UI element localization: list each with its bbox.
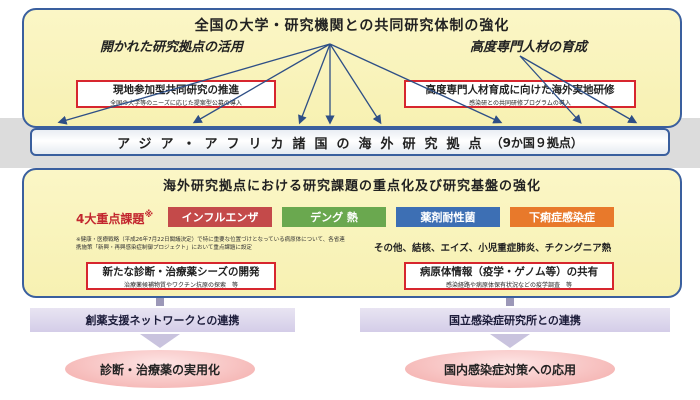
pathogen-info-box: 病原体情報（疫学・ゲノム等）の共有 感染経路や病原体保有状況などの疫学調査 等 <box>404 262 614 290</box>
tag-diarrheal-infection: 下痢症感染症 <box>510 207 614 227</box>
left-heading: 開かれた研究拠点の活用 <box>100 40 244 55</box>
joint-research-title: 現地参加型共同研究の推進 <box>113 83 239 96</box>
overseas-training-subtitle: 感染研との共同研修プログラムの導入 <box>469 99 571 107</box>
joint-research-subtitle: 全国の大学等のニーズに応じた提案型公募の導入 <box>110 99 242 107</box>
right-heading: 高度専門人材の育成 <box>470 40 588 55</box>
drug-discovery-network-link: 創薬支援ネットワークとの連携 <box>30 308 295 332</box>
tag-influenza: インフルエンザ <box>168 207 272 227</box>
tag-dengue: デング 熱 <box>282 207 386 227</box>
middle-panel-title: 海外研究拠点における研究課題の重点化及び研究基盤の強化 <box>162 179 541 194</box>
focus-issues-mark: ※ <box>144 210 154 220</box>
overseas-bases-title: アジア・アフリカ諸国の海外研究拠点 <box>117 136 491 152</box>
overseas-bases-band: アジア・アフリカ諸国の海外研究拠点 （9か国９拠点） <box>30 128 670 156</box>
pathogen-info-subtitle: 感染経路や病原体保有状況などの疫学調査 等 <box>445 281 572 289</box>
top-panel <box>22 8 682 128</box>
pathogen-info-title: 病原体情報（疫学・ゲノム等）の共有 <box>419 265 599 278</box>
overseas-training-title: 高度専門人材育成に向けた海外実地研修 <box>425 83 615 96</box>
diagnosis-development-subtitle: 治療薬候補物質やワクチン抗原の探索 等 <box>123 281 238 289</box>
diagnosis-development-box: 新たな診断・治療薬シーズの開発 治療薬候補物質やワクチン抗原の探索 等 <box>86 262 276 290</box>
domestic-measures-outcome: 国内感染症対策への応用 <box>405 350 615 388</box>
top-panel-title: 全国の大学・研究機関との共同研究体制の強化 <box>194 18 510 34</box>
practical-application-outcome: 診断・治療薬の実用化 <box>65 350 255 388</box>
diagnosis-development-title: 新たな診断・治療薬シーズの開発 <box>102 265 260 278</box>
overseas-bases-suffix: （9か国９拠点） <box>490 135 583 150</box>
niid-link: 国立感染症研究所との連携 <box>360 308 670 332</box>
focus-issues-label: 4大重点課題※ <box>76 210 153 227</box>
focus-issues-text: 4大重点課題 <box>76 212 145 226</box>
other-diseases: その他、結核、エイズ、小児重症肺炎、チクングニア熱 <box>374 243 612 254</box>
focus-footnote: ※健康・医療戦略（平成26年7月22日閣議決定）で特に重要な位置づけとなっている… <box>76 237 345 251</box>
overseas-training-box: 高度専門人材育成に向けた海外実地研修 感染研との共同研修プログラムの導入 <box>404 80 636 108</box>
tag-drug-resistant-bacteria: 薬剤耐性菌 <box>396 207 500 227</box>
